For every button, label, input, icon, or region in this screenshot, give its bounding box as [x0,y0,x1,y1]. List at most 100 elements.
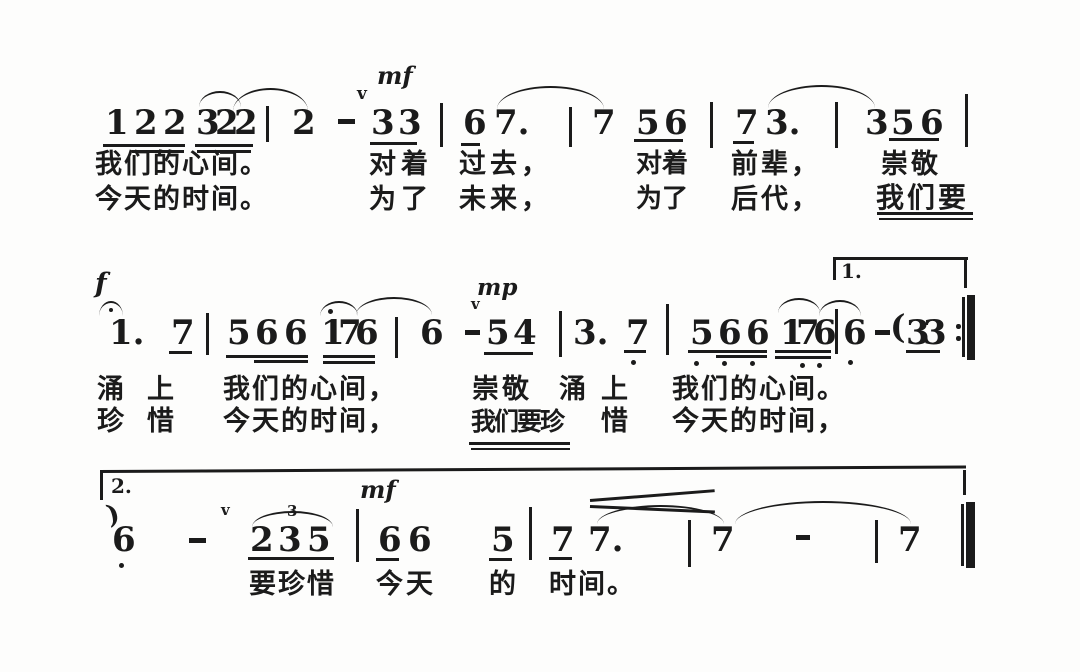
note: 6 [463,103,487,143]
note: 1 [780,313,804,353]
underline [634,139,683,142]
barline [266,106,269,142]
octave-dot-low [722,361,727,366]
note: 6 [284,313,308,353]
dash [465,330,480,335]
slur-tie [356,297,432,315]
note: 6 [255,313,279,353]
lyric-text: 前辈， [731,149,821,180]
note: 5 [486,313,510,353]
lyric-text: 的 [489,569,516,600]
note: 7 [171,313,195,353]
lyric-text: 为了 [636,184,689,214]
barline [710,102,713,148]
slur-tie [497,86,604,109]
ending-bracket-tick [964,257,967,288]
underline [248,557,334,560]
octave-dot-low [817,363,822,368]
repeat-dot [956,324,961,329]
note: 7 [338,313,362,353]
octave-dot-low [694,361,699,366]
barline [875,520,878,563]
lyric-underline [877,212,973,215]
note: 2 [134,103,158,143]
note: 2 [163,103,187,143]
slur-tie [735,501,911,524]
underline [775,356,831,359]
lyric-text: 今天 [376,569,436,600]
lyric-text: 上 [601,374,628,405]
lyric-text: 崇敬 [472,374,532,405]
note: 5 [307,520,331,560]
lyric-text: 我们要 [876,181,970,214]
note: 7 [735,103,759,143]
underline [775,350,831,353]
note: 7 [592,103,616,143]
note: 6 [843,313,867,353]
lyric-text: 时间。 [549,569,636,600]
ending-bracket-tick [963,470,966,495]
barline [206,313,209,355]
dynamic-mf: mf [360,475,396,504]
repeat-dot [956,336,961,341]
note: 1 [321,313,345,353]
underline [688,350,767,353]
note: 5 [690,313,714,353]
slur-tie [99,301,123,316]
underline [716,355,767,358]
underline [484,352,533,355]
note: 6 [813,313,837,353]
barline [440,103,443,147]
slur-tie [768,85,875,108]
note: 6 [355,313,379,353]
note: 7 [551,520,575,560]
slur-tie [199,91,241,107]
lyric-text: 今天的时间。 [95,184,269,215]
lyric-underline [469,442,570,445]
breath-mark: v [471,295,480,313]
note: 6 [112,520,136,560]
repeat-thick-bar [967,295,975,360]
underline [624,350,646,353]
note: 7 [711,520,735,560]
underline [370,142,417,145]
note: 5 [891,103,915,143]
lyric-text: 后代， [731,184,821,215]
dynamic-f: f [95,268,107,299]
lyric-text: 上 [147,374,174,405]
barline [835,102,838,148]
lyric-text: 涌 [559,374,586,405]
underline [461,143,480,146]
underline [906,350,940,353]
breath-mark: v [357,84,367,104]
lyric-text: 今天的时间， [672,406,846,437]
octave-dot-low [119,563,124,568]
note: 3 [371,103,395,143]
note: 4 [513,313,537,353]
barline [688,520,691,567]
dash [189,538,206,543]
octave-dot-low [631,360,636,365]
slur-tie [819,300,861,316]
note: 6 [920,103,944,143]
note: 6 [718,313,742,353]
note: 3 [906,313,930,353]
ending-label-1: 1. [841,259,862,283]
ending-label-2: 2. [111,474,132,498]
underline [132,150,184,153]
underline [197,150,251,153]
note: 3. [765,103,801,143]
lyric-text: 对着 [369,149,433,180]
underline [323,361,375,364]
note: 7. [588,520,624,560]
barline [666,304,669,355]
note: 3 [196,103,220,143]
crescendo-line [589,489,715,502]
note: 2 [292,103,316,143]
barline [395,317,398,358]
underline [549,557,572,560]
lyric-text: 我们的心间， [223,374,397,405]
